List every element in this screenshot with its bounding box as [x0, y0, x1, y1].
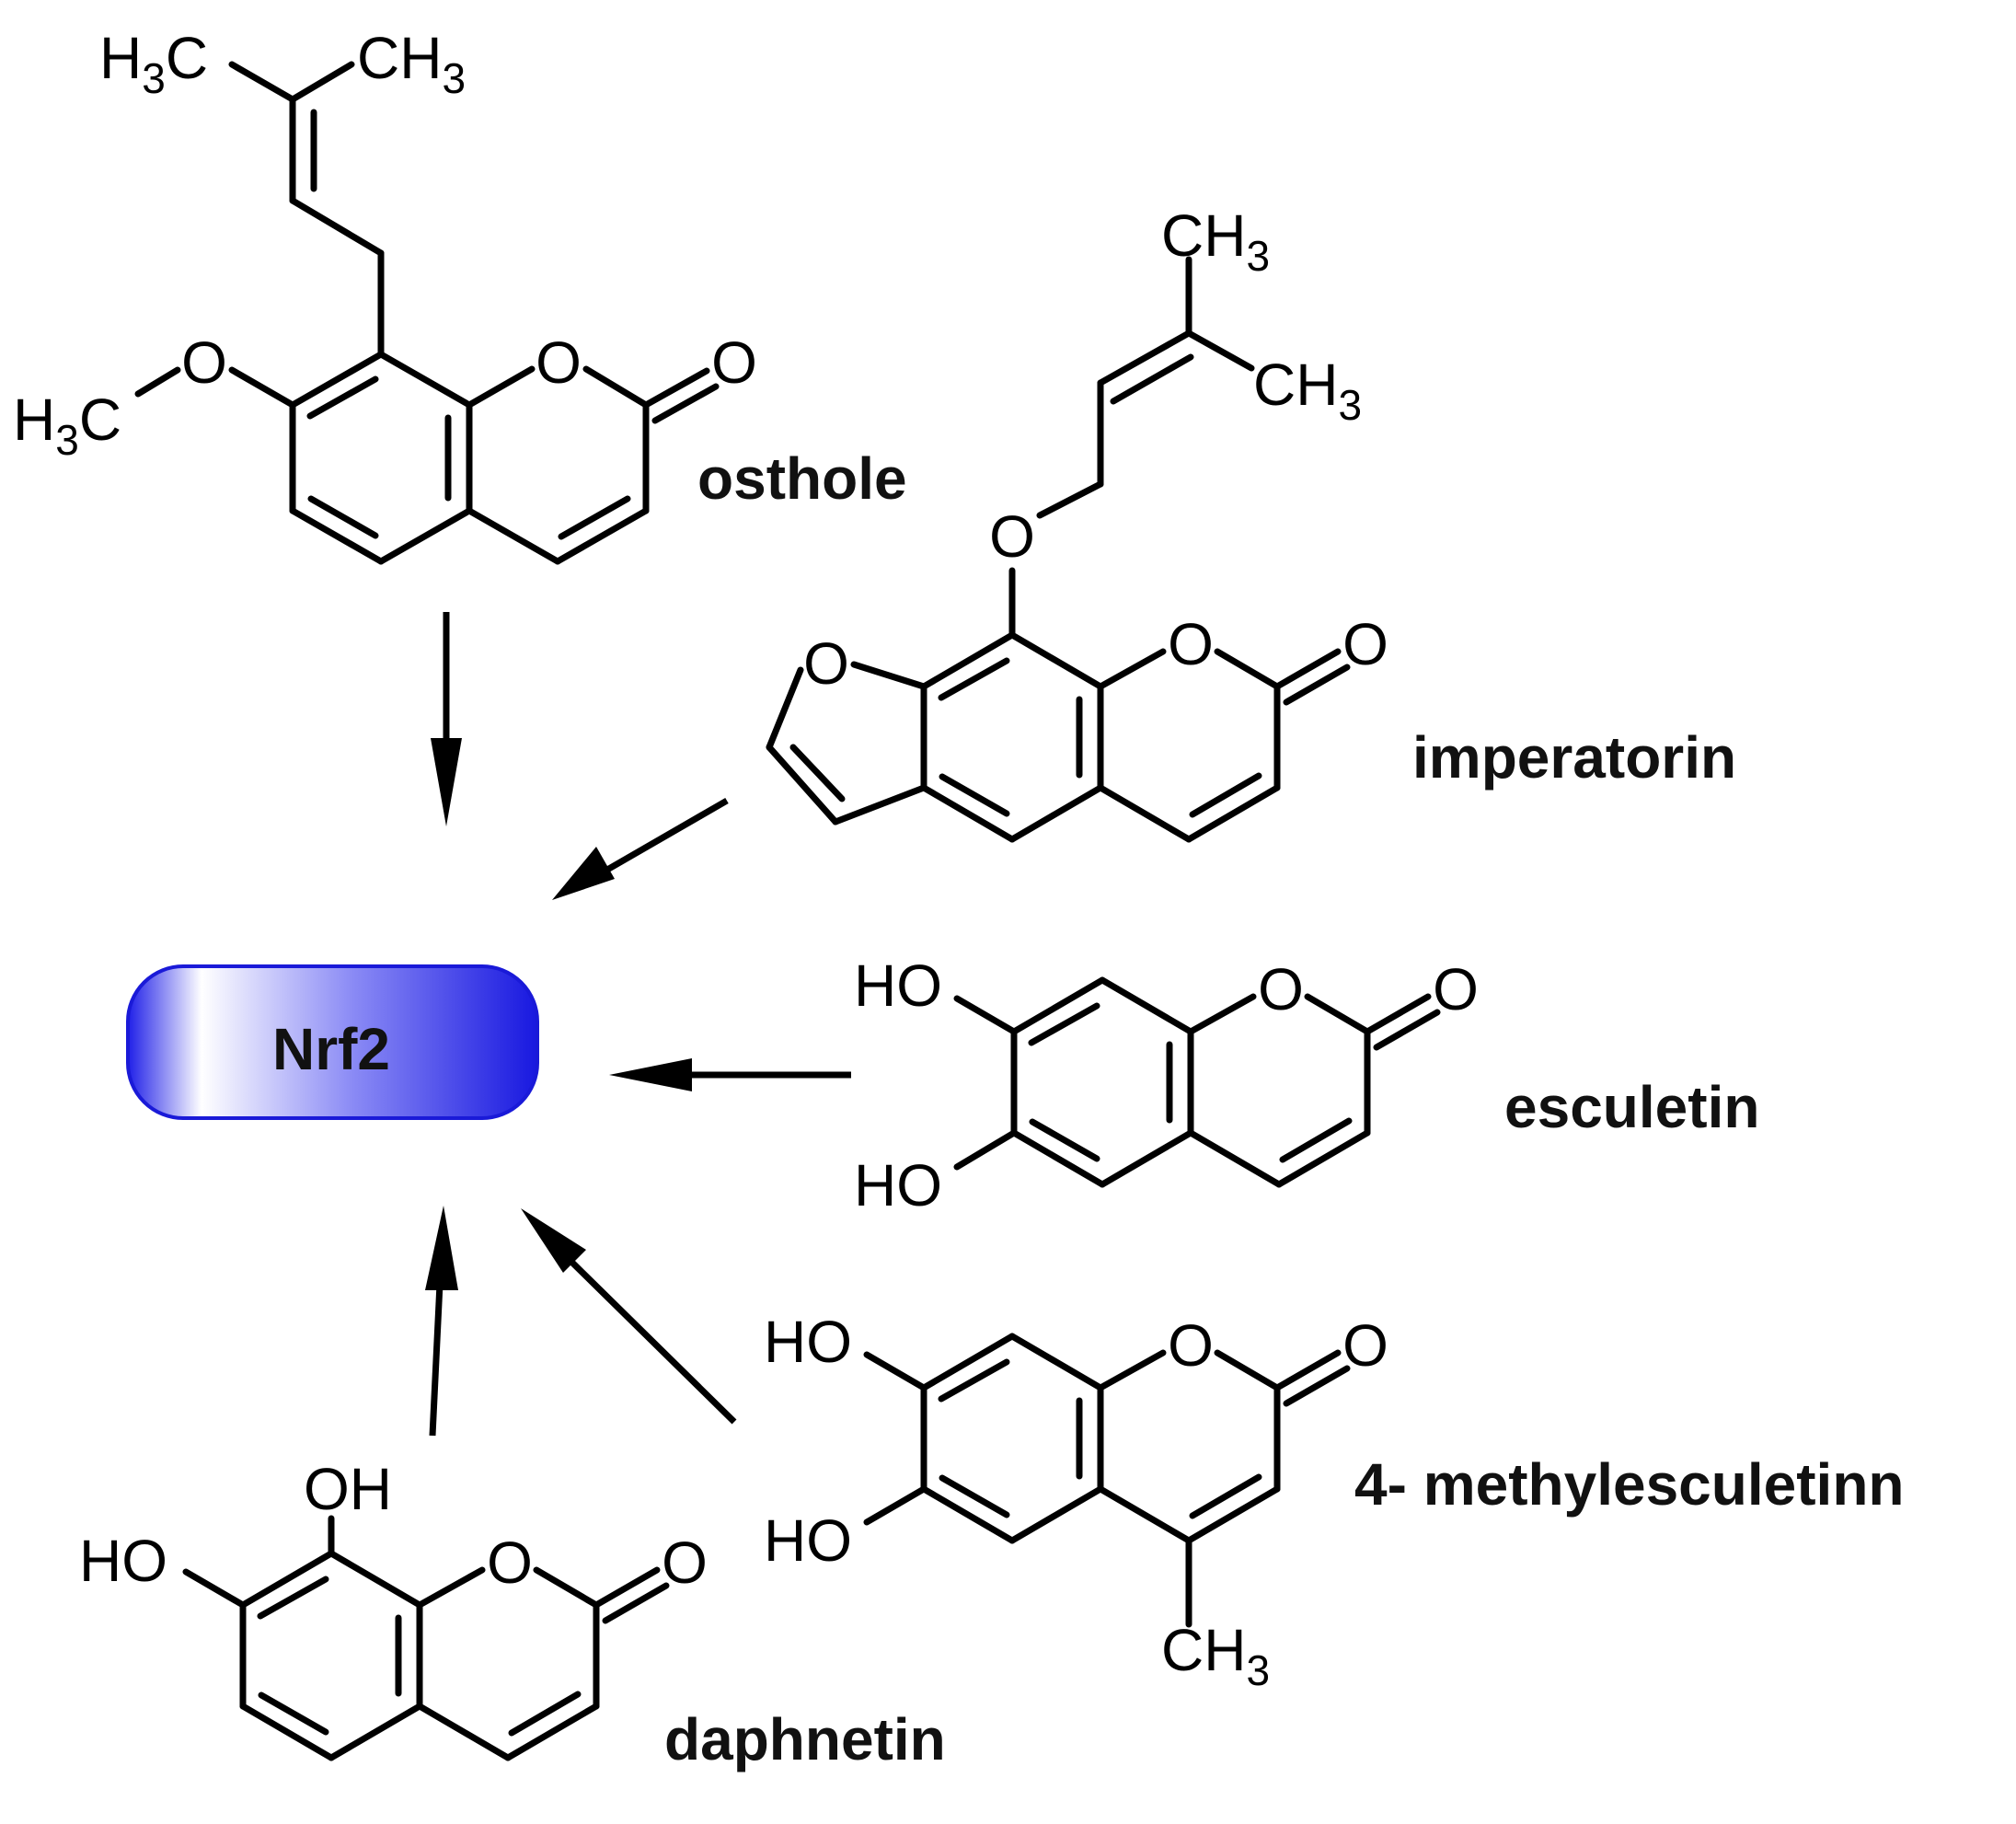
- esculetin-HO-top: HO: [854, 952, 942, 1019]
- imperatorin-carbonyl-O: O: [1342, 611, 1388, 677]
- methylesculetin-HO-top: HO: [764, 1309, 852, 1375]
- arrow-imperatorin: [552, 797, 729, 900]
- nrf2-label: Nrf2: [272, 1016, 390, 1082]
- esculetin-ring-O: O: [1258, 956, 1304, 1022]
- osthole-CH3-prenyl: CH3: [357, 25, 466, 102]
- methylesculetin-CH3: CH3: [1161, 1617, 1270, 1694]
- arrow-esculetin: [609, 1058, 851, 1091]
- methylesculetin-ring-O: O: [1168, 1312, 1214, 1379]
- osthole-name: osthole: [697, 445, 907, 512]
- esculetin-name: esculetin: [1504, 1074, 1759, 1140]
- imperatorin-furan-O: O: [803, 630, 849, 697]
- osthole-methoxy-O: O: [181, 329, 227, 396]
- methylesculetin-HO-bottom: HO: [764, 1507, 852, 1574]
- methylesculetin-structure: O O HO HO CH3: [764, 1309, 1388, 1694]
- imperatorin-ether-O: O: [989, 503, 1035, 570]
- osthole-structure: O O O H3C H3C CH3: [13, 25, 757, 565]
- osthole-H3C-prenyl: H3C: [99, 25, 208, 102]
- daphnetin-OH: OH: [304, 1456, 392, 1522]
- methylesculetin-name: 4- methylesculetinn: [1354, 1451, 1905, 1518]
- nrf2-node: Nrf2: [126, 964, 539, 1120]
- daphnetin-HO: HO: [79, 1528, 167, 1594]
- daphnetin-structure: O O OH HO: [79, 1456, 708, 1761]
- osthole-ring-O: O: [536, 329, 582, 396]
- arrow-osthole: [431, 612, 462, 826]
- daphnetin-name: daphnetin: [664, 1706, 946, 1772]
- daphnetin-carbonyl-O: O: [662, 1530, 708, 1596]
- esculetin-structure: O O HO HO: [854, 952, 1479, 1218]
- imperatorin-ring-O: O: [1168, 611, 1214, 677]
- arrow-daphnetin: [425, 1206, 458, 1437]
- osthole-H3C-methoxy: H3C: [13, 387, 121, 464]
- imperatorin-structure: O O O O CH3 CH3: [766, 202, 1388, 843]
- imperatorin-CH3-top: CH3: [1161, 202, 1270, 280]
- imperatorin-CH3-right: CH3: [1253, 352, 1362, 429]
- arrow-methylesculetin: [521, 1208, 737, 1425]
- esculetin-carbonyl-O: O: [1433, 956, 1479, 1022]
- methylesculetin-carbonyl-O: O: [1342, 1312, 1388, 1379]
- osthole-carbonyl-O: O: [711, 329, 757, 396]
- esculetin-HO-bottom: HO: [854, 1152, 942, 1218]
- imperatorin-name: imperatorin: [1412, 724, 1736, 791]
- daphnetin-ring-O: O: [487, 1530, 533, 1596]
